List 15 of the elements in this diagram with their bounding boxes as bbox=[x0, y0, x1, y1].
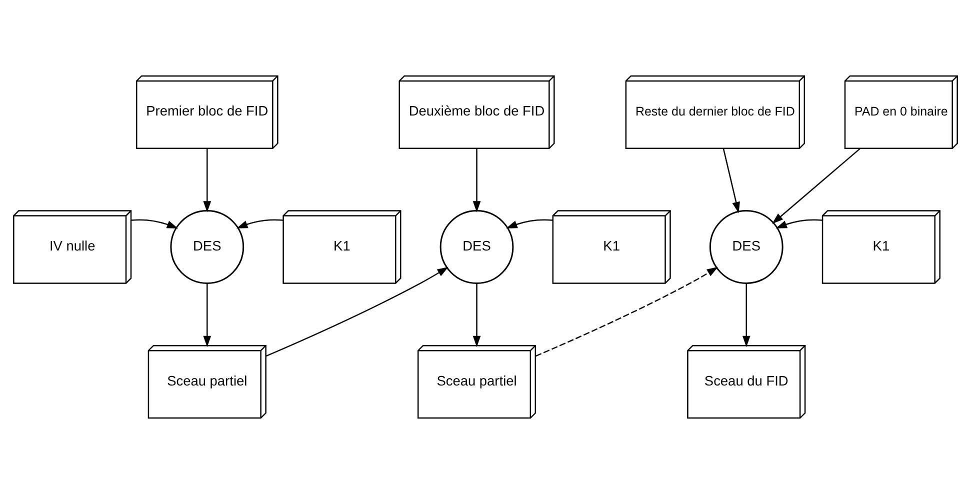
arrow bbox=[722, 148, 740, 213]
node-circle: DES bbox=[170, 210, 244, 284]
arrow bbox=[472, 148, 481, 212]
arrow bbox=[772, 148, 860, 224]
node-circle: DES bbox=[440, 210, 514, 284]
arrow bbox=[472, 282, 481, 347]
arrow bbox=[203, 282, 212, 347]
arrow bbox=[236, 218, 284, 228]
arrow bbox=[506, 218, 553, 228]
arrow bbox=[203, 148, 212, 212]
arrow bbox=[742, 282, 750, 347]
arrow bbox=[131, 218, 178, 228]
arrow bbox=[535, 266, 718, 356]
arrow bbox=[266, 266, 448, 356]
arrow bbox=[776, 218, 822, 228]
